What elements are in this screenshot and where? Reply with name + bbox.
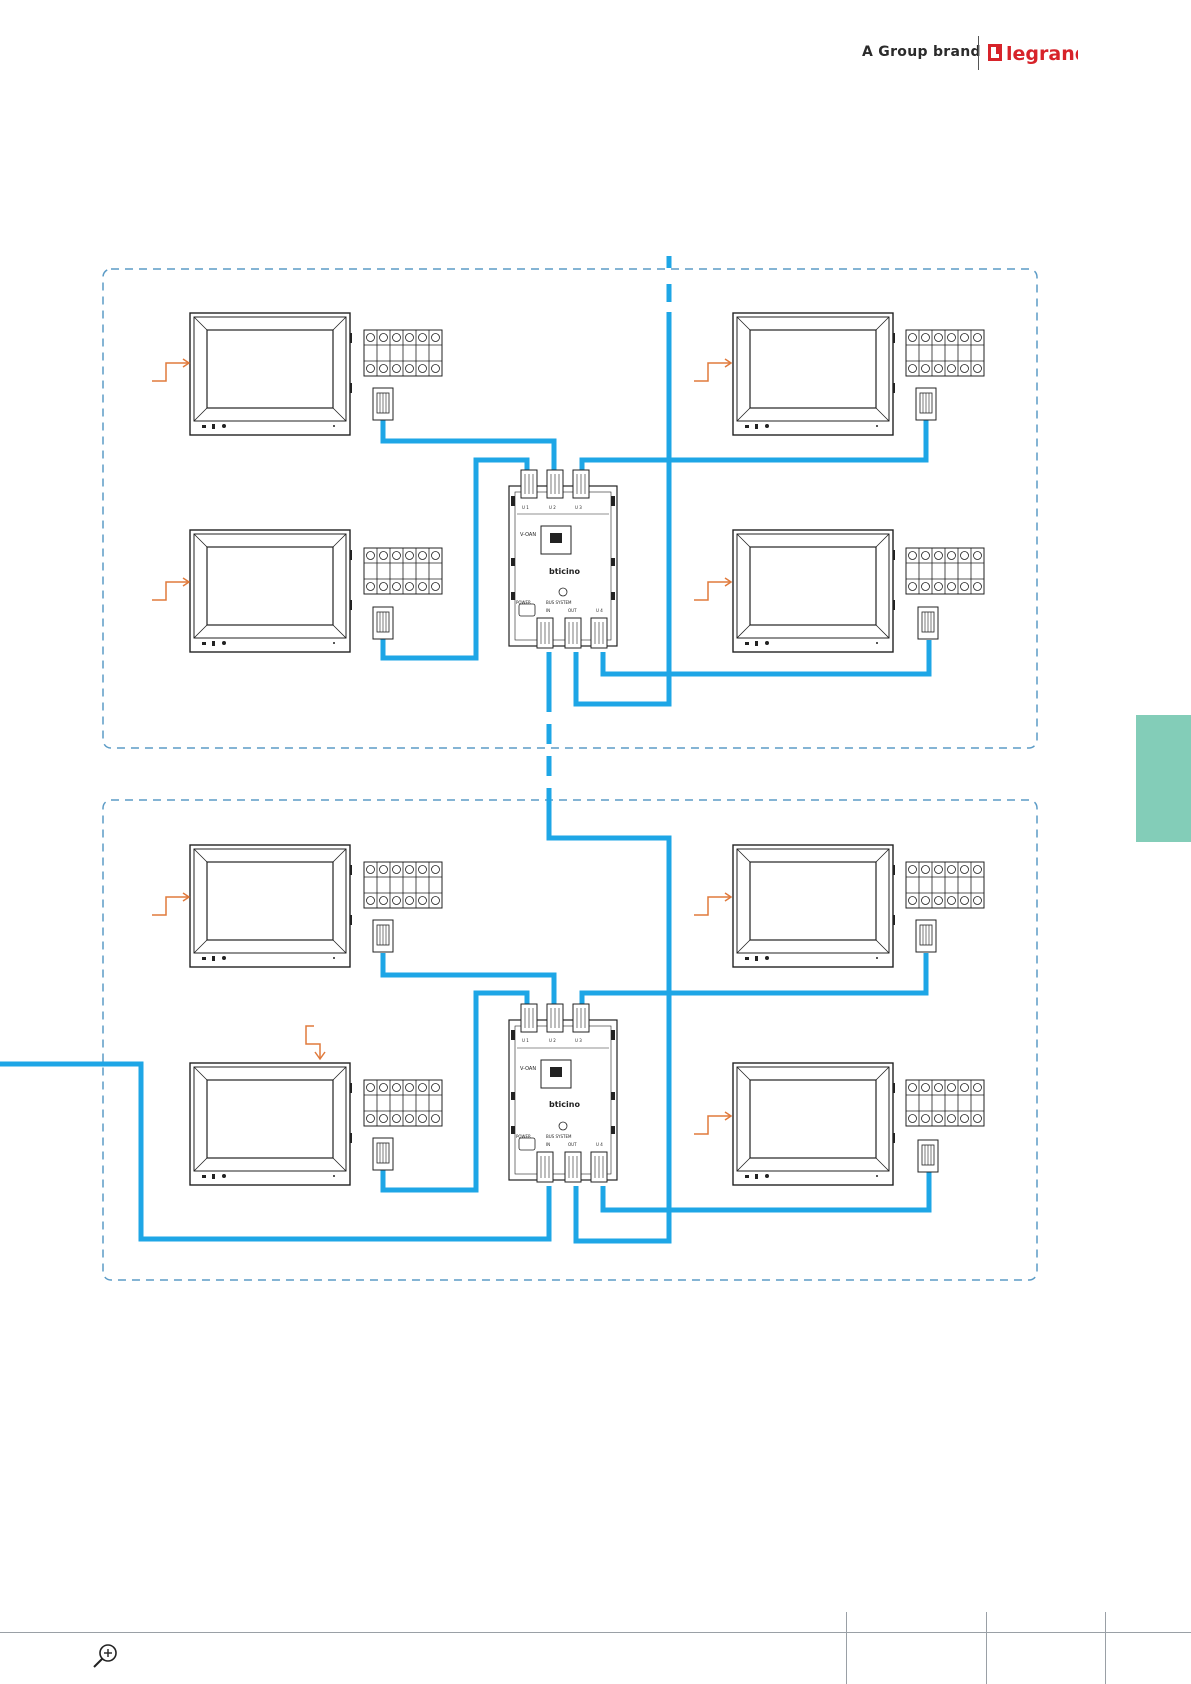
video-monitor-lower-right-top bbox=[733, 845, 895, 967]
svg-text:BUS SYSTEM: BUS SYSTEM bbox=[546, 1134, 572, 1139]
svg-text:U 4: U 4 bbox=[596, 608, 603, 613]
connector-plug bbox=[918, 1140, 938, 1172]
svg-text:U 3: U 3 bbox=[575, 1038, 582, 1043]
svg-text:U 1: U 1 bbox=[522, 1038, 529, 1043]
video-monitor-upper-right-top bbox=[733, 313, 895, 435]
footer-separator bbox=[1105, 1612, 1106, 1684]
orange-arrow-icon bbox=[152, 578, 189, 600]
svg-text:V-OAN: V-OAN bbox=[520, 532, 536, 538]
svg-text:POWER: POWER bbox=[516, 600, 531, 605]
svg-text:bticino: bticino bbox=[549, 567, 580, 576]
svg-text:U 2: U 2 bbox=[549, 505, 556, 510]
section-side-tab[interactable] bbox=[1136, 715, 1191, 842]
connector-plug bbox=[916, 920, 936, 952]
orange-arrow-icon bbox=[694, 893, 731, 915]
orange-arrow-icon bbox=[152, 359, 189, 381]
video-monitor-upper-left-bottom bbox=[190, 530, 352, 652]
svg-text:IN: IN bbox=[546, 1142, 550, 1147]
video-monitor-lower-left-bottom bbox=[190, 1063, 352, 1185]
video-monitor-lower-left-top bbox=[190, 845, 352, 967]
terminal-block bbox=[906, 1080, 984, 1126]
orange-arrow-down-icon bbox=[306, 1026, 325, 1059]
svg-text:U 2: U 2 bbox=[549, 1038, 556, 1043]
svg-text:U 3: U 3 bbox=[575, 505, 582, 510]
svg-text:POWER: POWER bbox=[516, 1134, 531, 1139]
svg-text:U 4: U 4 bbox=[596, 1142, 603, 1147]
video-monitor-upper-right-bottom bbox=[733, 530, 895, 652]
connector-plug bbox=[373, 607, 393, 639]
terminal-block bbox=[364, 862, 442, 908]
video-monitor-lower-right-bottom bbox=[733, 1063, 895, 1185]
terminal-block bbox=[906, 330, 984, 376]
orange-arrow-icon bbox=[152, 893, 189, 915]
footer-divider bbox=[0, 1632, 1191, 1633]
terminal-block bbox=[364, 548, 442, 594]
svg-text:OUT: OUT bbox=[568, 608, 577, 613]
orange-arrow-icon bbox=[694, 578, 731, 600]
terminal-block bbox=[364, 1080, 442, 1126]
svg-text:IN: IN bbox=[546, 608, 550, 613]
zoom-in-icon[interactable] bbox=[92, 1642, 120, 1670]
terminal-block bbox=[906, 862, 984, 908]
video-monitor-upper-left-top bbox=[190, 313, 352, 435]
video-distributor-upper bbox=[509, 470, 617, 648]
connector-plug bbox=[373, 1138, 393, 1170]
terminal-block bbox=[364, 330, 442, 376]
connector-plug bbox=[373, 388, 393, 420]
orange-arrow-icon bbox=[694, 1112, 731, 1134]
svg-text:BUS SYSTEM: BUS SYSTEM bbox=[546, 600, 572, 605]
orange-arrow-icon bbox=[694, 359, 731, 381]
video-distributor-lower bbox=[509, 1004, 617, 1182]
connector-plug bbox=[373, 920, 393, 952]
svg-text:V-OAN: V-OAN bbox=[520, 1066, 536, 1072]
svg-text:OUT: OUT bbox=[568, 1142, 577, 1147]
svg-text:bticino: bticino bbox=[549, 1100, 580, 1109]
connector-plug bbox=[918, 607, 938, 639]
terminal-block bbox=[906, 548, 984, 594]
connector-plug bbox=[916, 388, 936, 420]
svg-text:U 1: U 1 bbox=[522, 505, 529, 510]
footer-separator bbox=[846, 1612, 847, 1684]
footer-separator bbox=[986, 1612, 987, 1684]
